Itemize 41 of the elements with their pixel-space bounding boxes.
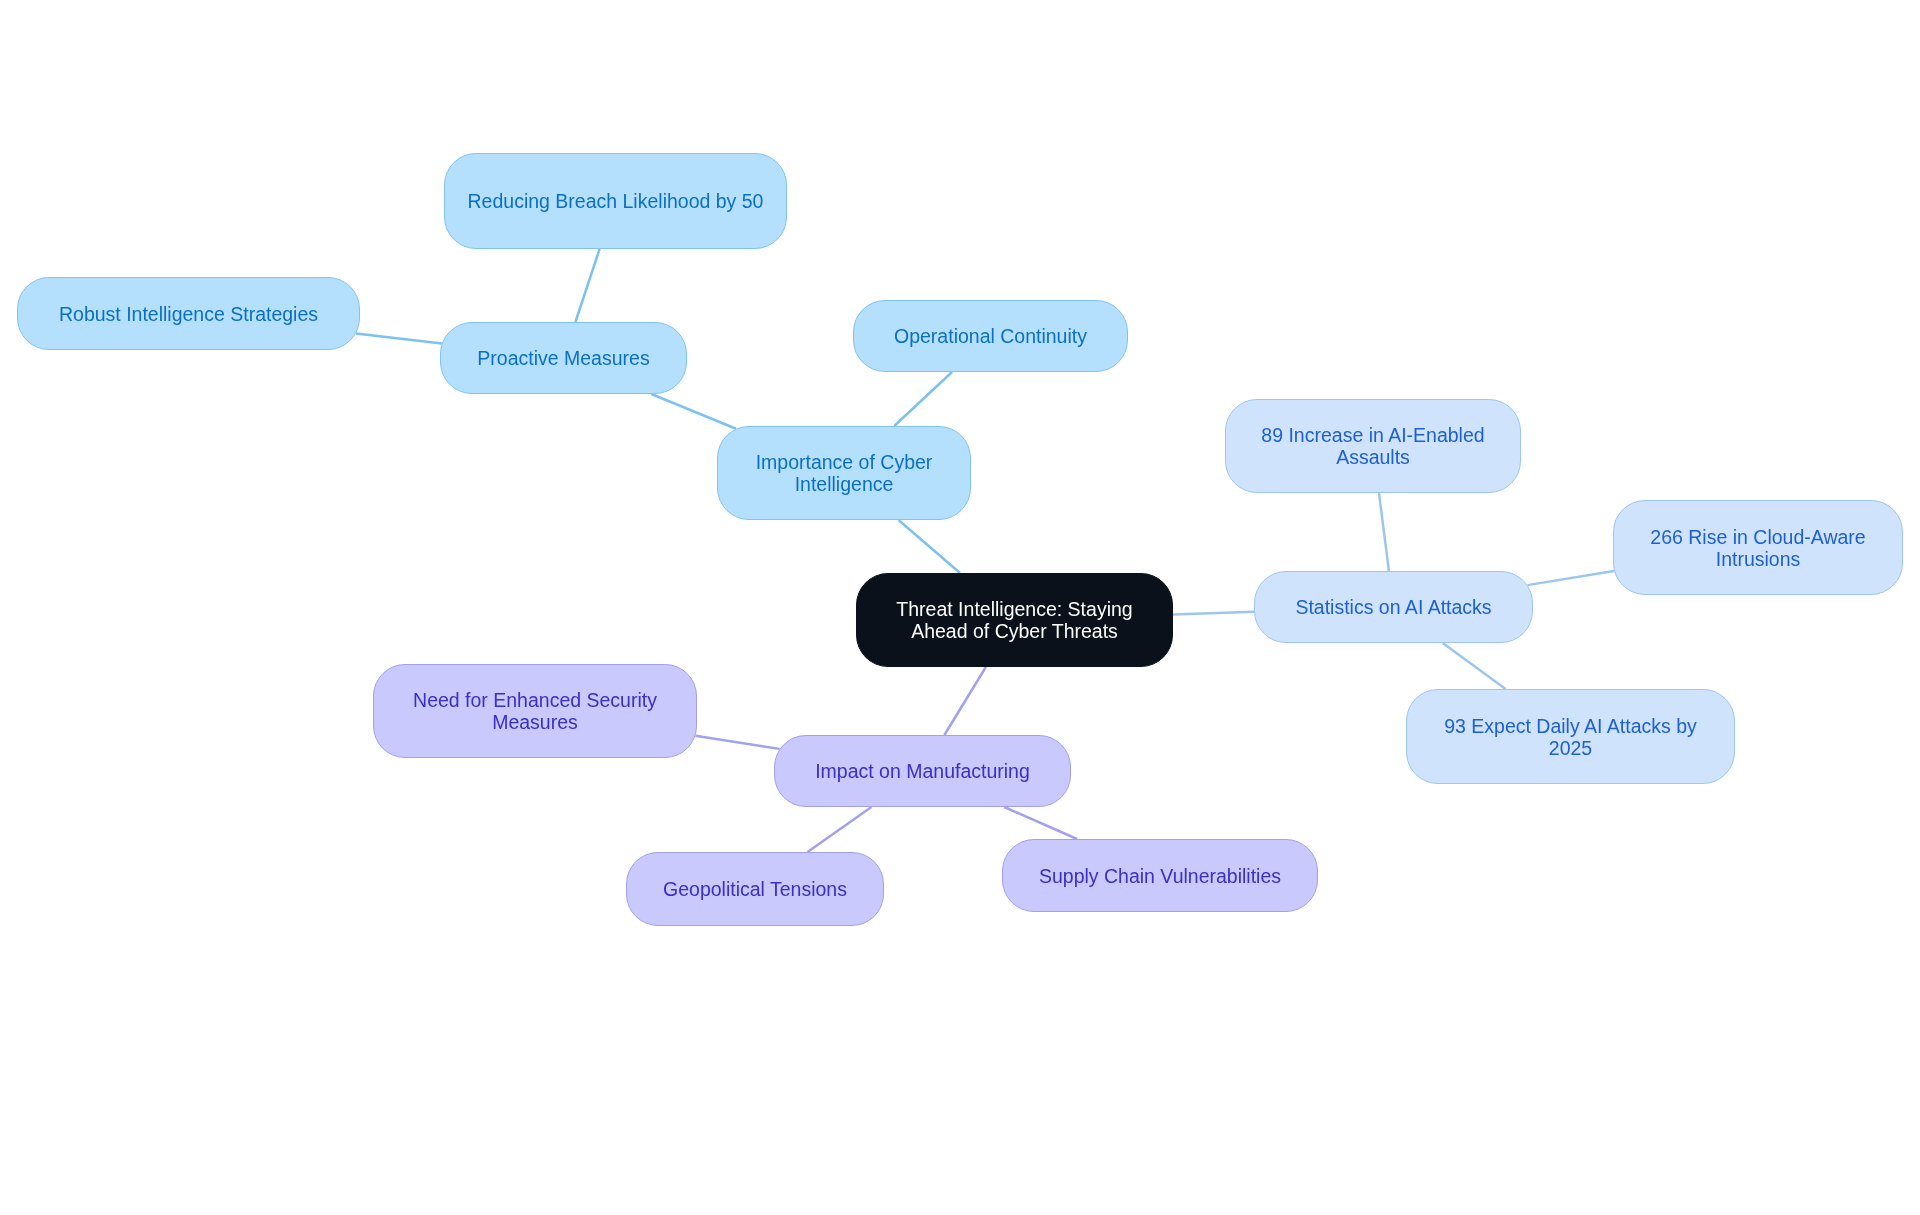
node-label: Robust Intelligence Strategies [58,302,319,325]
connector-line [1441,642,1507,690]
node-label: Threat Intelligence: Staying Ahead of Cyber Threats [895,598,1134,642]
topic-node [626,852,884,926]
topic-node [1613,500,1903,595]
connector-line [1172,610,1255,616]
topic-node [440,322,687,394]
topic-node [1254,571,1533,643]
connector-line [355,332,442,345]
topic-node [1002,839,1318,912]
node-label: Operational Continuity [894,325,1087,347]
topic-node [444,153,787,249]
node-label: Reducing Breach Likelihood by 50 [467,190,764,212]
topic-node [17,277,360,350]
topic-node [774,735,1071,807]
connector-line [1377,492,1391,572]
topic-node [853,300,1128,372]
node-label: Geopolitical Tensions [663,878,847,900]
connector-line [1003,805,1078,841]
topic-node [373,664,697,758]
central-topic-node [856,573,1173,667]
connector-line [574,248,601,323]
node-label: 266 Rise in Cloud-Aware Intrusions [1649,525,1867,570]
node-label: Impact on Manufacturing [815,760,1030,782]
connector-line [650,392,737,430]
connector-line [893,371,953,427]
node-label: Need for Enhanced Security Measures [412,689,658,733]
topic-node [1406,689,1735,784]
connector-line [1527,569,1615,587]
node-label: Statistics on AI Attacks [1295,596,1492,618]
node-label: Importance of Cyber Intelligence [754,451,934,495]
node-label: Supply Chain Vulnerabilities [1038,864,1282,887]
topic-node [717,426,971,520]
connector-line [806,805,873,854]
connector-line [943,666,987,736]
node-label: Proactive Measures [477,347,650,369]
node-label: 93 Expect Daily AI Attacks by 2025 [1443,714,1698,759]
connector-line [897,519,961,574]
topic-node [1225,399,1521,493]
connector-line [695,734,780,751]
node-label: 89 Increase in AI-Enabled Assaults [1260,424,1486,468]
